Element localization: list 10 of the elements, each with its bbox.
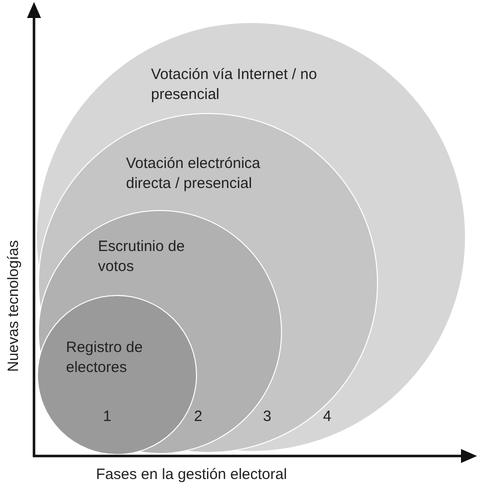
region-label: Registro de electores (66, 338, 144, 378)
region-label: Votación electrónica directa / presencial (126, 154, 262, 194)
phase-number: 2 (194, 407, 202, 427)
axis-label: Nuevas tecnologías (5, 240, 23, 372)
region-label: Escrutinio de votos (98, 237, 186, 277)
phase-number: 1 (103, 407, 112, 427)
region-label: Votación vía Internet / no presencial (151, 65, 318, 105)
phase-number: 4 (323, 407, 332, 427)
axis-label: Fases en la gestión electoral (96, 466, 287, 484)
phase-number: 3 (263, 407, 272, 427)
